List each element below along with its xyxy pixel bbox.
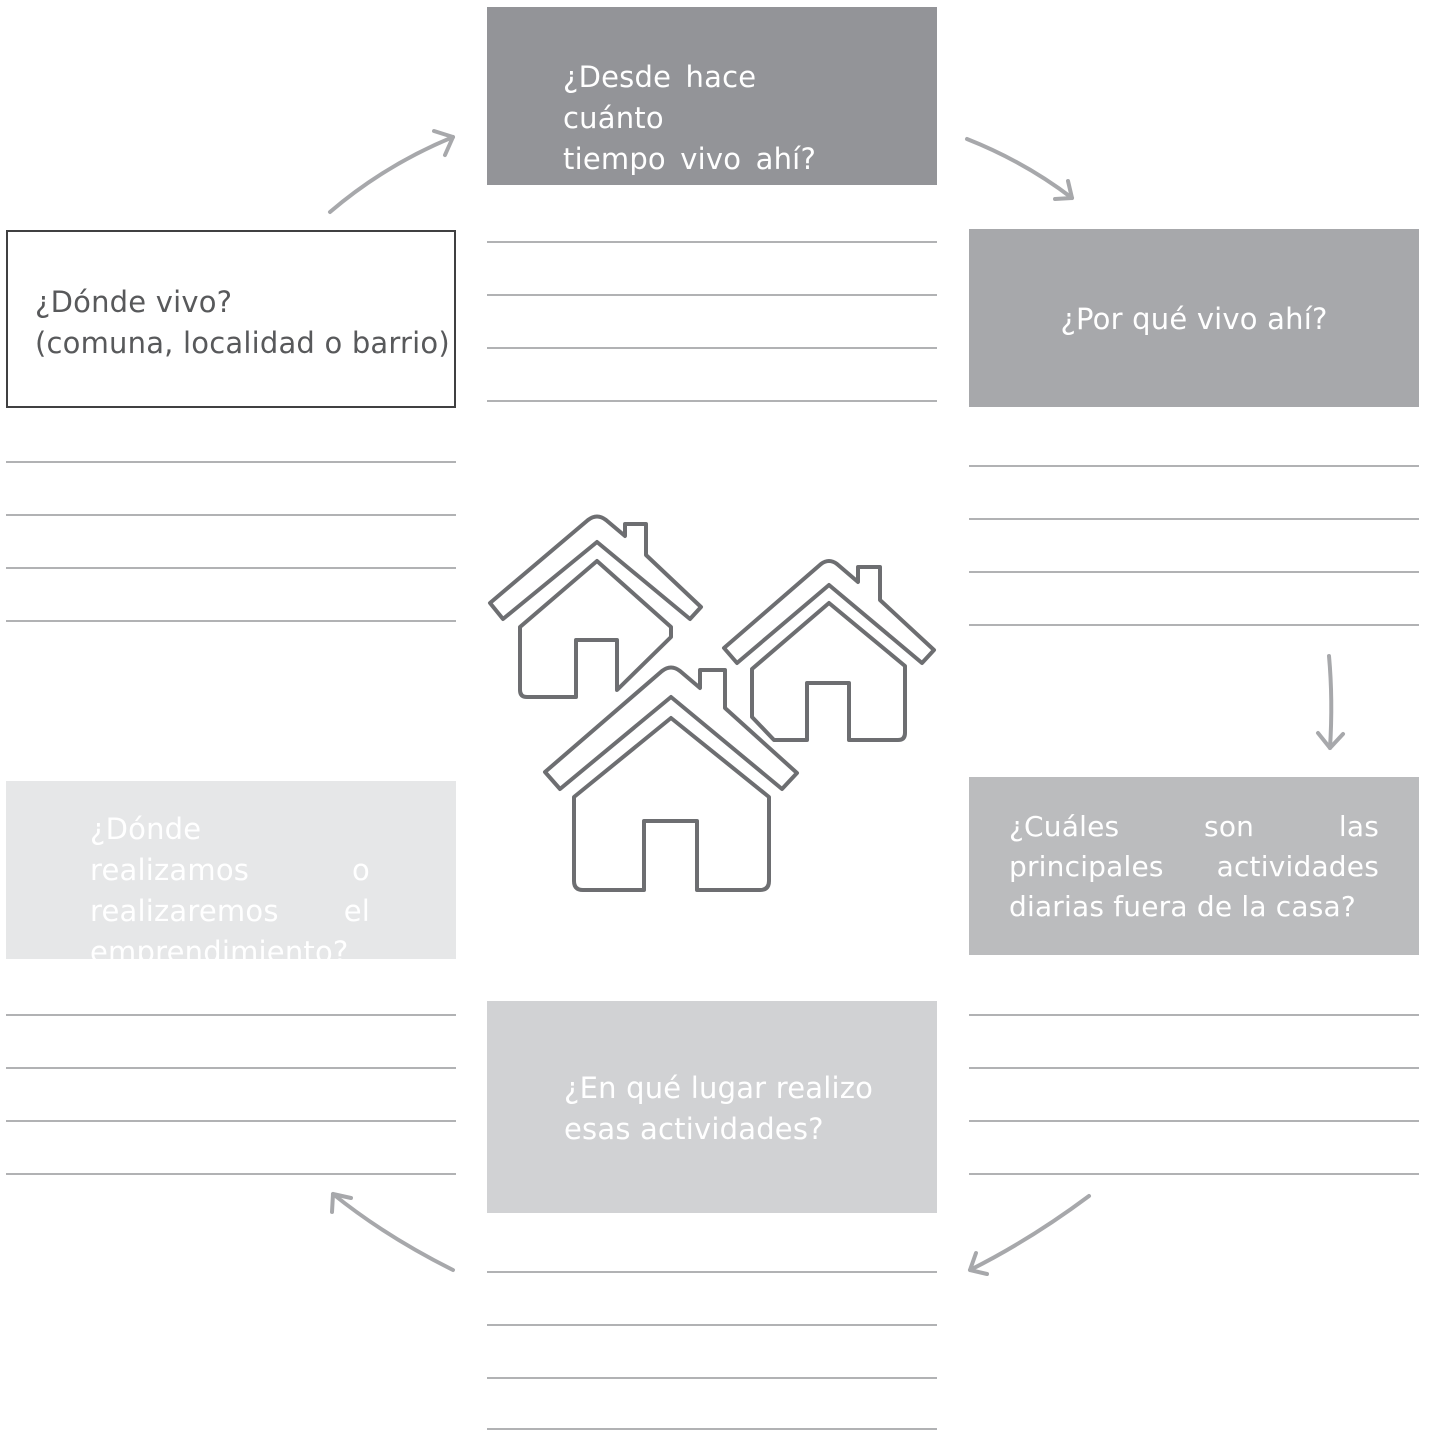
arrow-4-icon: [968, 1194, 1091, 1276]
answer-line[interactable]: [969, 571, 1419, 573]
question-box-donde-vivo: ¿Dónde vivo? (comuna, localidad o barrio…: [6, 230, 456, 408]
question-box-desde-cuando: ¿Desde hace cuánto tiempo vivo ahí?: [487, 7, 937, 185]
answer-line[interactable]: [969, 1014, 1419, 1016]
question-box-por-que: ¿Por qué vivo ahí?: [969, 229, 1419, 407]
answer-line[interactable]: [6, 1014, 456, 1016]
answer-line[interactable]: [6, 620, 456, 622]
question-emprendimiento: ¿Dónde realizamos o realizaremos el empr…: [90, 812, 370, 969]
answer-line[interactable]: [6, 1120, 456, 1122]
answer-line[interactable]: [487, 1324, 937, 1326]
answer-line[interactable]: [6, 567, 456, 569]
answer-line[interactable]: [969, 518, 1419, 520]
arrow-2-icon: [965, 137, 1074, 201]
question-actividades: ¿Cuáles son las principales actividades …: [1009, 810, 1379, 923]
answer-line[interactable]: [6, 1067, 456, 1069]
question-donde-vivo: ¿Dónde vivo? (comuna, localidad o barrio…: [35, 285, 450, 360]
answer-line[interactable]: [487, 1428, 937, 1430]
answer-line[interactable]: [487, 294, 937, 296]
question-box-emprendimiento: ¿Dónde realizamos o realizaremos el empr…: [6, 781, 456, 969]
question-desde-cuando: ¿Desde hace cuánto tiempo vivo ahí?: [563, 60, 817, 176]
answer-line[interactable]: [487, 1271, 937, 1273]
answer-line[interactable]: [969, 624, 1419, 626]
answer-line[interactable]: [487, 241, 937, 243]
answer-line[interactable]: [6, 1173, 456, 1175]
house-left-icon: [488, 514, 703, 699]
arrow-1-icon: [328, 129, 455, 214]
answer-line[interactable]: [969, 1067, 1419, 1069]
answer-line[interactable]: [969, 1173, 1419, 1175]
house-right-icon: [722, 559, 936, 742]
arrow-5-icon: [330, 1192, 455, 1272]
answer-line[interactable]: [969, 465, 1419, 467]
question-lugar: ¿En qué lugar realizo esas actividades?: [564, 1071, 874, 1146]
house-front-icon: [543, 665, 799, 892]
answer-line[interactable]: [6, 461, 456, 463]
question-por-que: ¿Por qué vivo ahí?: [1060, 302, 1328, 336]
answer-line[interactable]: [6, 514, 456, 516]
answer-line[interactable]: [487, 347, 937, 349]
answer-line[interactable]: [487, 1377, 937, 1379]
answer-line[interactable]: [487, 400, 937, 402]
question-box-lugar: ¿En qué lugar realizo esas actividades?: [487, 1001, 937, 1213]
answer-line[interactable]: [969, 1120, 1419, 1122]
question-box-actividades: ¿Cuáles son las principales actividades …: [969, 777, 1419, 955]
arrow-3-icon: [1316, 654, 1345, 750]
